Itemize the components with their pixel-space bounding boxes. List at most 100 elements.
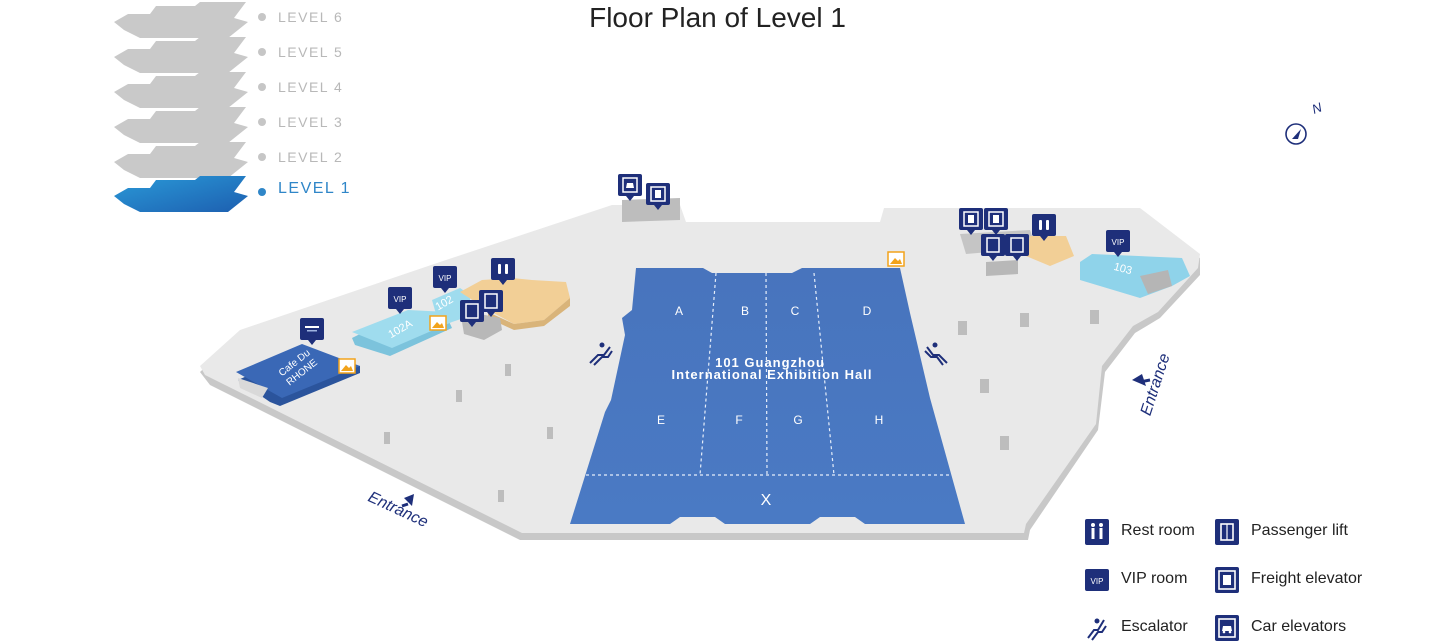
escalator-icon[interactable]: [924, 342, 948, 366]
floor-slab-icon: [114, 107, 248, 143]
entrance-east[interactable]: Entrance: [1132, 351, 1174, 418]
level-dot: [258, 118, 266, 126]
legend-passenger-lift: Passenger lift: [1214, 518, 1394, 548]
compass-icon: N: [1285, 99, 1325, 145]
car-elevator-icon: [1215, 615, 1239, 641]
zone-label: G: [793, 413, 802, 427]
level-4-button[interactable]: LEVEL 4: [100, 70, 370, 108]
pillar: [1020, 313, 1029, 327]
svg-text:VIP: VIP: [1091, 577, 1104, 586]
cafe-logo-icon[interactable]: [300, 318, 324, 345]
freight-elevator-icon[interactable]: [959, 208, 983, 235]
floor-slab-icon: [114, 176, 248, 212]
level-2-button[interactable]: LEVEL 2: [100, 140, 370, 178]
zone-label: B: [741, 304, 749, 318]
pillar: [958, 321, 967, 335]
restroom-icon[interactable]: [1032, 214, 1056, 241]
legend-freight-elevator: Freight elevator: [1214, 566, 1404, 596]
level-3-button[interactable]: LEVEL 3: [100, 105, 370, 143]
level-selector: LEVEL 6 LEVEL 5 LEVEL 4 LEVEL 3 LEVEL 2: [100, 0, 380, 220]
passenger-lift-icon[interactable]: [1005, 234, 1029, 261]
level-6-button[interactable]: LEVEL 6: [100, 0, 370, 38]
level-label: LEVEL 6: [278, 9, 344, 25]
passenger-lift-icon[interactable]: [479, 290, 503, 317]
pillar: [384, 432, 390, 444]
vip-icon[interactable]: VIP: [433, 266, 457, 293]
restroom-icon: [1085, 519, 1109, 545]
car-elevator-icon[interactable]: [618, 174, 642, 201]
floor-slab-icon: [114, 2, 248, 38]
exhibition-hall-101[interactable]: [570, 268, 965, 524]
passenger-lift-icon: [1215, 519, 1239, 545]
zone-label: F: [735, 413, 742, 427]
passenger-lift-icon[interactable]: [460, 300, 484, 327]
svg-text:VIP: VIP: [394, 295, 407, 304]
legend-label: Passenger lift: [1251, 522, 1348, 539]
level-dot: [258, 13, 266, 21]
level-dot: [258, 153, 266, 161]
legend-escalator: Escalator: [1084, 614, 1214, 644]
vip-room-102a[interactable]: 102A: [352, 310, 452, 356]
page-title: Floor Plan of Level 1: [589, 2, 846, 33]
legend: Rest room VIP VIP room Escalator Passeng…: [1084, 518, 1414, 643]
level-dot: [258, 83, 266, 91]
pillar: [547, 427, 553, 439]
pillar: [1090, 310, 1099, 324]
level-label: LEVEL 2: [278, 149, 344, 165]
passenger-lift-icon[interactable]: [981, 234, 1005, 261]
level-label: LEVEL 4: [278, 79, 344, 95]
entrance-label: Entrance: [365, 489, 430, 532]
cafe-du-rhone[interactable]: Cafe Du RHONE: [236, 344, 360, 406]
legend-vip: VIP VIP room: [1084, 566, 1214, 596]
legend-label: Freight elevator: [1251, 570, 1363, 587]
restroom-icon[interactable]: [491, 258, 515, 285]
floor-slab-icon: [114, 37, 248, 73]
photo-spot-icon[interactable]: [887, 251, 905, 267]
photo-spot-icon[interactable]: [338, 358, 356, 374]
vip-icon[interactable]: VIP: [1106, 230, 1130, 257]
restroom-block-east[interactable]: [1026, 236, 1074, 266]
escalator-icon: [1087, 618, 1107, 641]
compass-north-label: N: [1310, 100, 1325, 117]
level-5-button[interactable]: LEVEL 5: [100, 35, 370, 73]
floor-slab-icon: [114, 72, 248, 108]
freight-elevator-icon[interactable]: [984, 208, 1008, 235]
pillar: [1000, 436, 1009, 450]
svg-text:VIP: VIP: [1112, 238, 1125, 247]
compass: N: [1282, 99, 1326, 148]
level-dot: [258, 48, 266, 56]
vip-room-103[interactable]: 103: [1080, 254, 1190, 298]
legend-restroom: Rest room: [1084, 518, 1214, 548]
escalator-icon[interactable]: [589, 342, 613, 366]
level-label: LEVEL 3: [278, 114, 344, 130]
freight-elevator-icon: [1215, 567, 1239, 593]
legend-label: Car elevators: [1251, 618, 1347, 635]
zone-label: D: [863, 304, 872, 318]
hall-name-line2: International Exhibition Hall: [672, 367, 873, 382]
level-label: LEVEL 1: [278, 180, 352, 197]
level-label: LEVEL 5: [278, 44, 344, 60]
photo-spot-icon[interactable]: [429, 315, 447, 331]
hall-name-line1: 101 Guangzhou: [715, 355, 825, 370]
zone-label: C: [791, 304, 800, 318]
legend-car-elevators: Car elevators: [1214, 614, 1394, 644]
entrance-south[interactable]: Entrance: [365, 489, 430, 532]
hall-dividers: [586, 272, 950, 476]
pillar: [456, 390, 462, 402]
vip-icon[interactable]: VIP: [388, 287, 412, 314]
level-1-button[interactable]: LEVEL 1: [100, 174, 370, 212]
level-dot: [258, 188, 266, 196]
entrance-arrow-icon: [404, 494, 414, 506]
legend-label: Rest room: [1121, 522, 1195, 539]
zone-label: A: [675, 304, 683, 318]
pillars: [384, 310, 1099, 502]
vip-icon: VIP: [1085, 569, 1109, 591]
zone-label: E: [657, 413, 665, 427]
pillar: [980, 379, 989, 393]
room-label: 103: [1112, 261, 1133, 277]
floor-slab-icon: [114, 142, 248, 178]
restroom-block-west[interactable]: [460, 278, 570, 324]
freight-elevator-icon[interactable]: [646, 183, 670, 210]
legend-label: Escalator: [1121, 618, 1188, 635]
